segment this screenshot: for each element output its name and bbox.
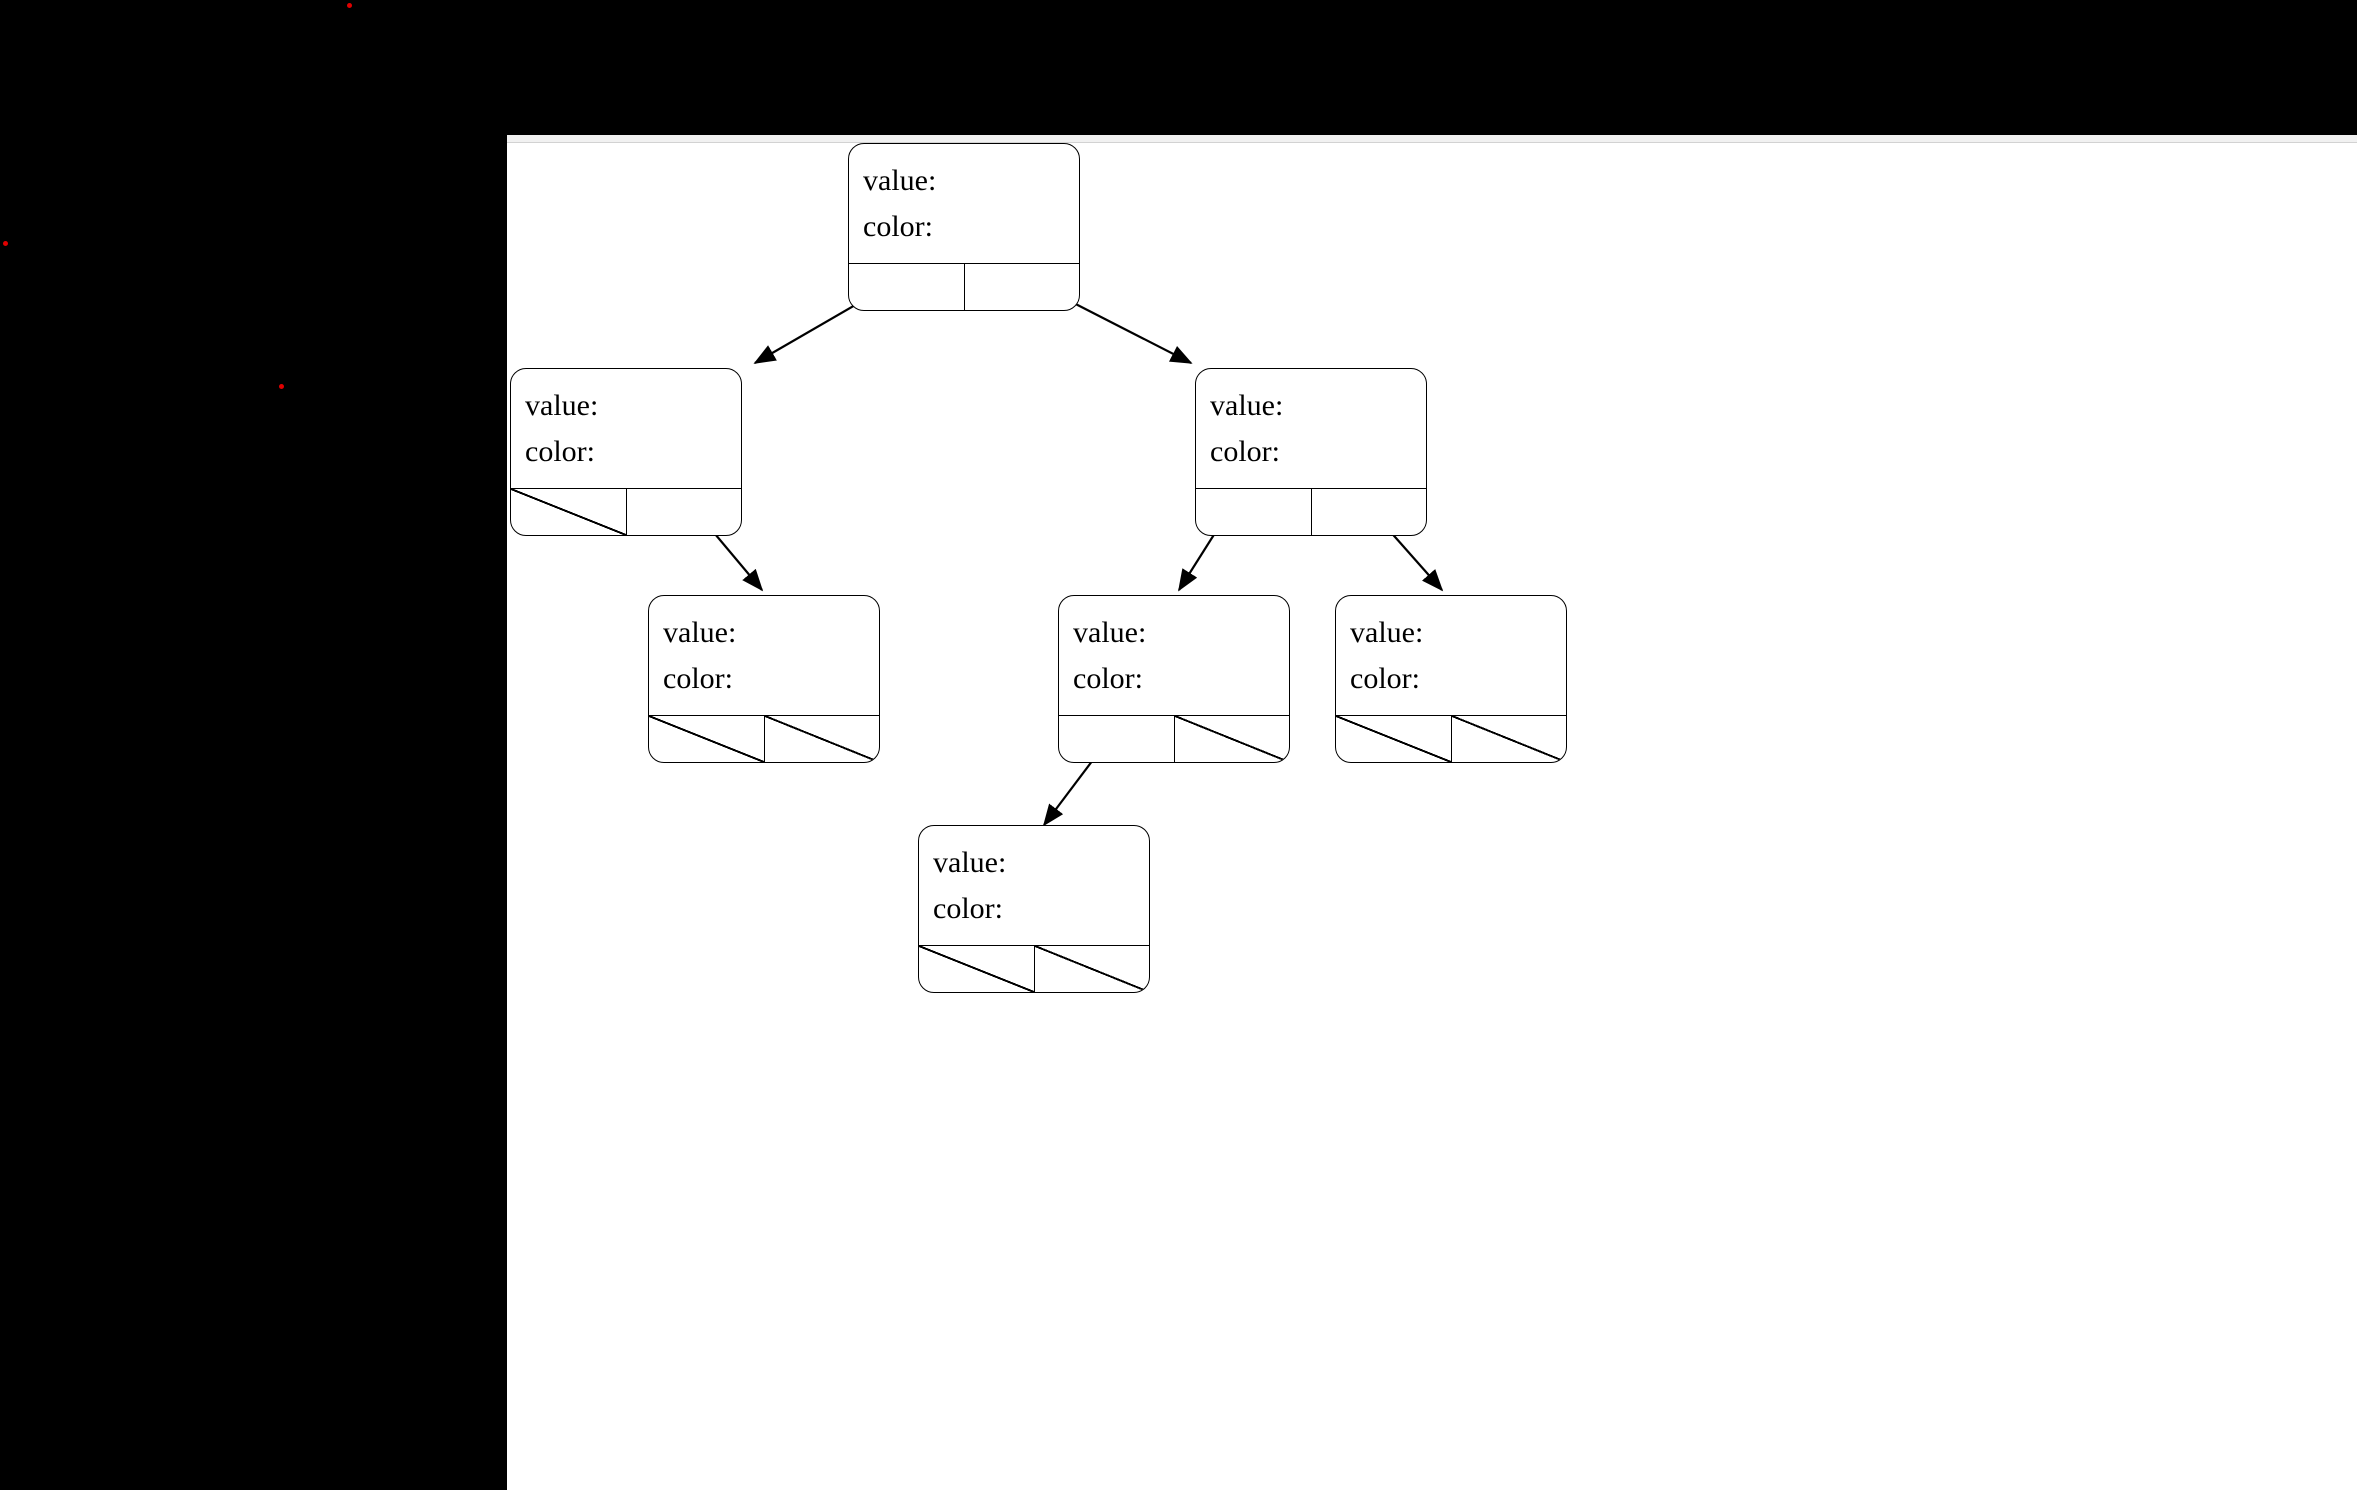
node-right-pointer-cell[interactable] (625, 489, 742, 535)
node-color-label: color: (1073, 661, 1143, 695)
node-right-pointer-cell[interactable] (963, 264, 1080, 310)
node-left-pointer-cell[interactable] (1059, 716, 1174, 762)
node-value-label: value: (1210, 388, 1284, 422)
node-pointer-row (849, 263, 1079, 310)
node-value-label: value: (1073, 615, 1147, 649)
tree-node-left-child[interactable]: value: color: (510, 368, 742, 536)
node-color-label: color: (663, 661, 733, 695)
node-right-pointer-cell-null[interactable] (1173, 716, 1290, 762)
node-pointer-row (649, 715, 879, 762)
node-fields: value: color: (849, 144, 1079, 263)
panel-top-strip (507, 135, 2357, 143)
diagram-panel: value: color: value: color: value: c (507, 135, 2357, 1490)
tree-node-root[interactable]: value: color: (848, 143, 1080, 311)
node-color-label: color: (1350, 661, 1420, 695)
node-right-pointer-cell[interactable] (1310, 489, 1427, 535)
node-left-pointer-cell[interactable] (1196, 489, 1311, 535)
node-pointer-row (1059, 715, 1289, 762)
node-right-pointer-cell-null[interactable] (1033, 946, 1150, 992)
marker-dot-left (3, 241, 8, 246)
tree-node-leaf-c[interactable]: value: color: (1335, 595, 1567, 763)
node-fields: value: color: (1196, 369, 1426, 488)
node-value-label: value: (663, 615, 737, 649)
tree-node-inner-b[interactable]: value: color: (1058, 595, 1290, 763)
node-value-label: value: (863, 163, 937, 197)
node-value-label: value: (933, 845, 1007, 879)
tree-node-leaf-a[interactable]: value: color: (648, 595, 880, 763)
node-fields: value: color: (511, 369, 741, 488)
node-value-label: value: (525, 388, 599, 422)
node-pointer-row (1196, 488, 1426, 535)
node-color-label: color: (933, 891, 1003, 925)
marker-dot-top (347, 3, 352, 8)
node-left-pointer-cell-null[interactable] (1336, 716, 1451, 762)
node-right-pointer-cell-null[interactable] (763, 716, 880, 762)
node-pointer-row (1336, 715, 1566, 762)
tree-node-right-child[interactable]: value: color: (1195, 368, 1427, 536)
node-color-label: color: (1210, 434, 1280, 468)
node-left-pointer-cell[interactable] (849, 264, 964, 310)
node-color-label: color: (863, 209, 933, 243)
node-fields: value: color: (1059, 596, 1289, 715)
tree-node-leaf-d[interactable]: value: color: (918, 825, 1150, 993)
node-right-pointer-cell-null[interactable] (1450, 716, 1567, 762)
node-fields: value: color: (1336, 596, 1566, 715)
node-left-pointer-cell-null[interactable] (919, 946, 1034, 992)
node-fields: value: color: (919, 826, 1149, 945)
edge-layer (688, 274, 1444, 827)
node-color-label: color: (525, 434, 595, 468)
node-fields: value: color: (649, 596, 879, 715)
node-left-pointer-cell-null[interactable] (511, 489, 626, 535)
marker-dot-middle (279, 384, 284, 389)
node-left-pointer-cell-null[interactable] (649, 716, 764, 762)
node-value-label: value: (1350, 615, 1424, 649)
node-pointer-row (919, 945, 1149, 992)
node-pointer-row (511, 488, 741, 535)
